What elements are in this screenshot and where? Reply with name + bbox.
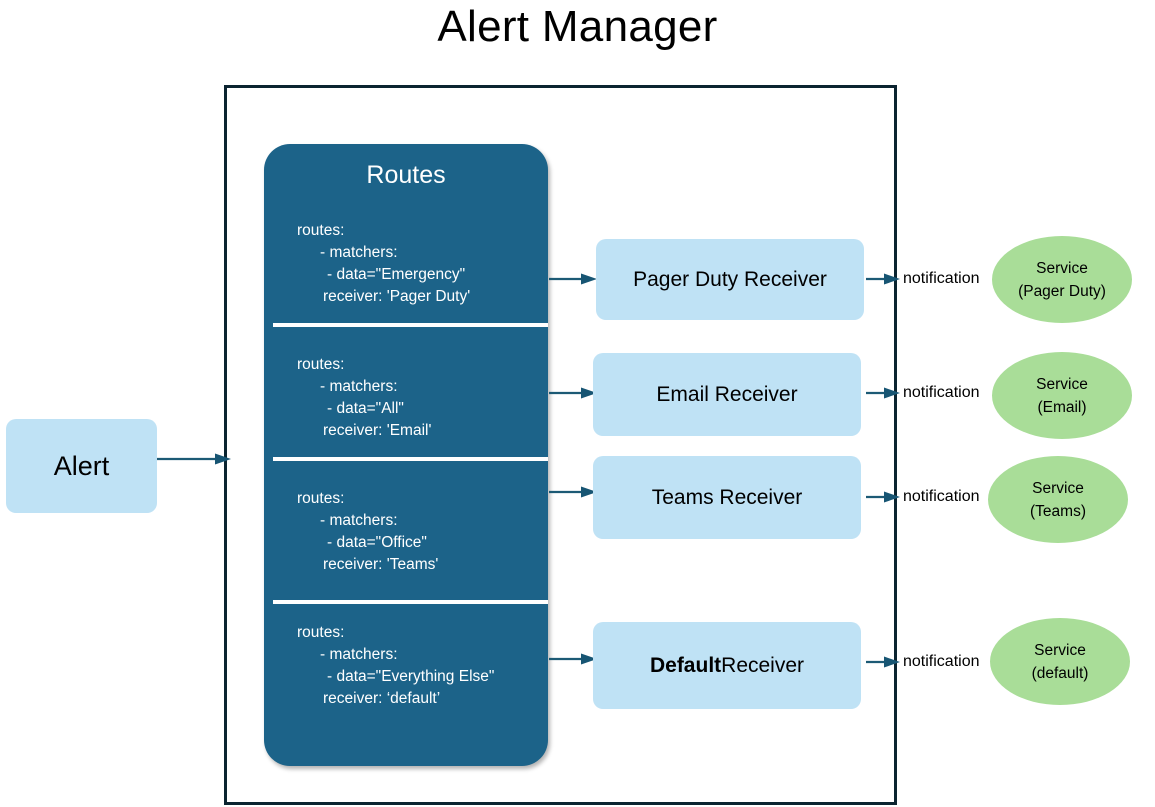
route-block-emergency[interactable]: routes: - matchers: - data="Emergency" r… xyxy=(264,220,548,308)
alert-manager-container xyxy=(224,85,897,805)
route-line-matchers: - matchers: xyxy=(320,378,398,395)
receiver-label-bold: Default xyxy=(649,653,722,677)
route-line-routes: routes: xyxy=(297,624,345,641)
alert-box[interactable]: Alert xyxy=(6,419,157,513)
arrow-teams-notification xyxy=(866,491,900,503)
service-line-1: Service xyxy=(1032,479,1084,497)
route-line-matchers: - matchers: xyxy=(320,244,398,261)
route-line-matchers: - matchers: xyxy=(320,646,398,663)
route-separator-1 xyxy=(273,323,548,327)
route-block-all[interactable]: routes: - matchers: - data="All" receive… xyxy=(264,354,548,442)
route-separator-2 xyxy=(273,457,548,461)
alert-label: Alert xyxy=(53,450,110,481)
route-line-data: - data="Office" xyxy=(327,534,427,551)
route-block-everything-else[interactable]: routes: - matchers: - data="Everything E… xyxy=(264,622,548,710)
service-ellipse-pager-duty[interactable]: Service (Pager Duty) xyxy=(992,236,1132,323)
arrow-route-to-default-receiver xyxy=(549,653,597,665)
receiver-box-teams[interactable]: Teams Receiver xyxy=(593,456,861,539)
receiver-label: Receiver xyxy=(721,653,805,677)
route-line-data: - data="All" xyxy=(327,400,404,417)
service-ellipse-teams[interactable]: Service (Teams) xyxy=(988,456,1128,543)
routes-panel-title: Routes xyxy=(366,161,446,189)
route-line-receiver: receiver: ‘default’ xyxy=(323,690,441,707)
receiver-label: Pager Duty Receiver xyxy=(633,267,827,291)
arrow-email-notification xyxy=(866,387,900,399)
service-line-1: Service xyxy=(1034,641,1086,659)
route-separator-3 xyxy=(273,600,548,604)
notification-label-email: notification xyxy=(903,384,980,401)
receiver-label: Teams Receiver xyxy=(651,485,803,509)
arrow-route-to-email-receiver xyxy=(549,387,597,399)
arrow-default-notification xyxy=(866,656,900,668)
service-line-2: (Email) xyxy=(1037,398,1087,416)
notification-label-teams: notification xyxy=(903,488,980,505)
routes-panel: Routes routes: - matchers: - data="Emerg… xyxy=(264,144,548,766)
route-line-receiver: receiver: 'Pager Duty' xyxy=(323,288,471,305)
receiver-box-email[interactable]: Email Receiver xyxy=(593,353,861,436)
receiver-label: Email Receiver xyxy=(656,382,798,406)
service-line-1: Service xyxy=(1036,259,1088,277)
service-line-2: (Pager Duty) xyxy=(1018,282,1106,300)
page-title: Alert Manager xyxy=(437,2,718,51)
service-line-2: (default) xyxy=(1031,664,1089,682)
route-line-data: - data="Everything Else" xyxy=(327,668,495,685)
route-line-routes: routes: xyxy=(297,222,345,239)
receiver-box-default[interactable]: Default Receiver xyxy=(593,622,861,709)
service-ellipse-email[interactable]: Service (Email) xyxy=(992,352,1132,439)
arrow-alert-to-container xyxy=(157,453,231,465)
route-line-routes: routes: xyxy=(297,356,345,373)
service-line-2: (Teams) xyxy=(1030,502,1086,520)
route-block-office[interactable]: routes: - matchers: - data="Office" rece… xyxy=(264,488,548,576)
route-line-receiver: receiver: 'Email' xyxy=(323,422,432,439)
service-ellipse-default[interactable]: Service (default) xyxy=(990,618,1130,705)
service-line-1: Service xyxy=(1036,375,1088,393)
route-line-receiver: receiver: 'Teams' xyxy=(323,556,439,573)
notification-label-pager-duty: notification xyxy=(903,270,980,287)
route-line-data: - data="Emergency" xyxy=(327,266,466,283)
notification-label-default: notification xyxy=(903,653,980,670)
arrow-route-to-teams-receiver xyxy=(549,486,597,498)
arrow-pager-duty-notification xyxy=(866,273,900,285)
receiver-box-pager-duty[interactable]: Pager Duty Receiver xyxy=(596,239,864,320)
arrow-route-to-pager-duty-receiver xyxy=(549,273,597,285)
route-line-routes: routes: xyxy=(297,490,345,507)
route-line-matchers: - matchers: xyxy=(320,512,398,529)
